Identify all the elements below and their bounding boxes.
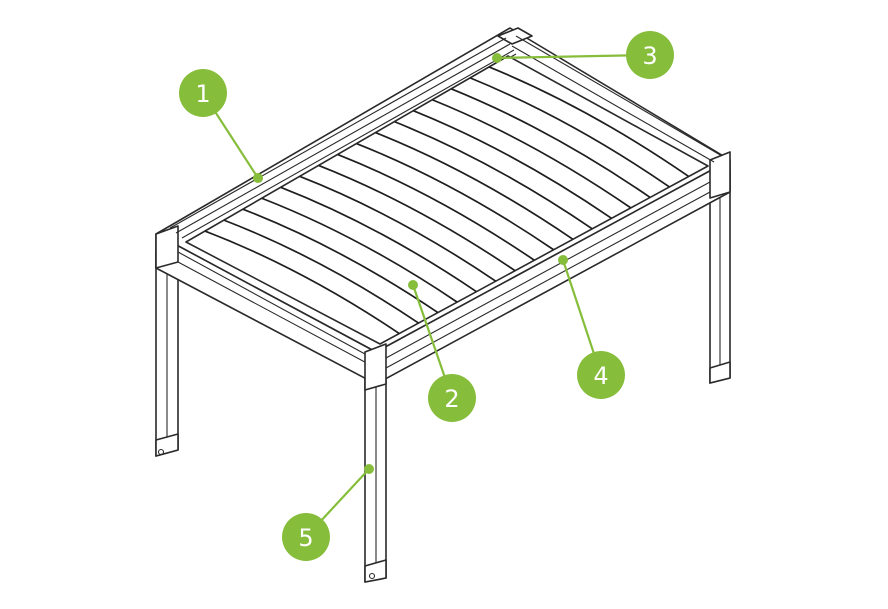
- callout-5: 5: [282, 464, 374, 561]
- louvre-slat: [318, 164, 516, 272]
- anchor-dot-4: [558, 255, 568, 265]
- anchor-dot-3: [492, 53, 502, 63]
- callout-badge-5: [282, 513, 330, 561]
- callout-3: 3: [492, 31, 674, 79]
- callout-1: 1: [179, 69, 263, 183]
- louvre-slat: [280, 186, 477, 293]
- callout-badge-4: [577, 351, 625, 399]
- roof-louvres: [204, 66, 690, 335]
- louvre-slat: [261, 197, 458, 303]
- louvre-slat: [488, 66, 690, 178]
- leg-back-right: [709, 169, 731, 384]
- louvre-slat: [375, 131, 574, 240]
- callout-badge-2: [428, 374, 476, 422]
- louvre-slat: [450, 88, 651, 199]
- callout-2: 2: [408, 280, 476, 422]
- leader-3: [496, 53, 651, 60]
- louvre-slat: [431, 98, 632, 209]
- callout-badge-3: [626, 31, 674, 79]
- louvre-slat: [356, 142, 555, 251]
- louvre-slat: [204, 230, 400, 335]
- louvre-slat: [469, 77, 670, 188]
- roof-panel: [185, 55, 709, 345]
- anchor-dot-1: [253, 173, 263, 183]
- callouts: 1 2 3 4 5: [179, 31, 674, 561]
- callout-badge-1: [179, 69, 227, 117]
- louvre-slat: [223, 219, 420, 324]
- callout-label-1: 1: [195, 80, 210, 108]
- louvre-slat: [412, 109, 613, 220]
- anchor-dot-5: [364, 464, 374, 474]
- callout-label-4: 4: [593, 362, 608, 390]
- leg-back-left: [155, 245, 179, 457]
- louvre-slat: [299, 175, 497, 282]
- louvre-slat: [394, 120, 593, 230]
- louvre-slat: [242, 208, 439, 314]
- callout-4: 4: [558, 255, 625, 399]
- anchor-dot-2: [408, 280, 418, 290]
- callout-label-2: 2: [444, 385, 459, 413]
- leg-front: [364, 351, 387, 583]
- callout-label-5: 5: [298, 524, 313, 552]
- callout-label-3: 3: [642, 42, 657, 70]
- louvre-slat: [337, 153, 535, 261]
